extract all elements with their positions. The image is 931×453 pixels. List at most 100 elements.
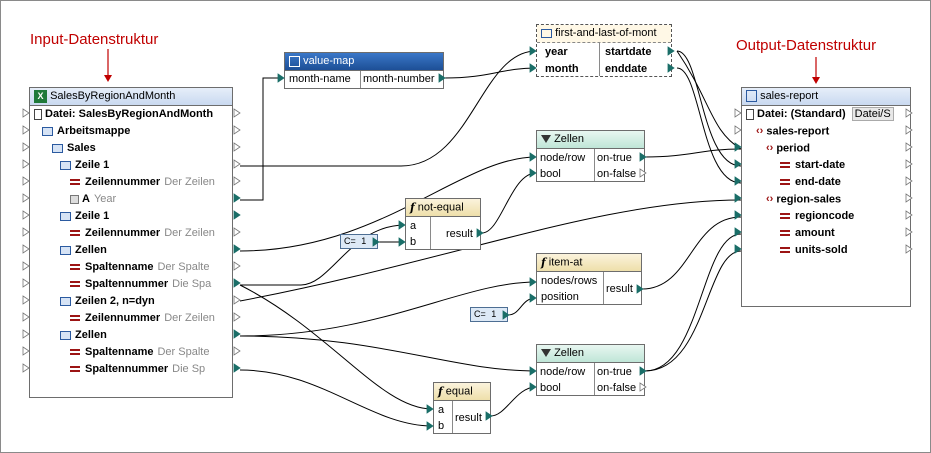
source-row[interactable]: Zellen [60, 327, 230, 344]
target-component[interactable]: sales-report Datei: (Standard)Datei/S‹›s… [741, 87, 911, 307]
filter-2-noderow[interactable]: node/row [540, 366, 586, 378]
equal-a[interactable]: a [438, 404, 445, 416]
source-output-port[interactable] [233, 278, 241, 288]
target-input-port[interactable] [734, 142, 742, 152]
item-at-result[interactable]: result [606, 283, 633, 295]
filter1-bool-port[interactable] [529, 168, 537, 178]
source-output-port[interactable] [233, 227, 241, 237]
source-input-port[interactable] [22, 142, 30, 152]
source-output-port[interactable] [233, 210, 241, 220]
value-map-in-port[interactable] [277, 73, 285, 83]
not-equal-result-port[interactable] [476, 228, 484, 238]
source-row[interactable]: Zeile 1 [60, 157, 230, 174]
source-input-port[interactable] [22, 329, 30, 339]
target-input-port[interactable] [734, 125, 742, 135]
source-output-port[interactable] [233, 159, 241, 169]
item-at-component[interactable]: f item-at nodes/rows position result [536, 253, 642, 305]
not-equal-b[interactable]: b [410, 236, 417, 248]
target-output-port[interactable] [905, 193, 913, 203]
target-input-port[interactable] [734, 176, 742, 186]
filter1-false-port[interactable] [639, 168, 647, 178]
item-at-nodes[interactable]: nodes/rows [541, 275, 598, 287]
source-output-port[interactable] [233, 261, 241, 271]
filter1-in-port[interactable] [529, 152, 537, 162]
source-row[interactable]: Zeile 1 [60, 208, 230, 225]
filter2-in-port[interactable] [529, 366, 537, 376]
source-output-port[interactable] [233, 295, 241, 305]
target-output-port[interactable] [905, 125, 913, 135]
source-row[interactable]: Arbeitsmappe [42, 123, 230, 140]
month-port[interactable] [529, 63, 537, 73]
source-input-port[interactable] [22, 346, 30, 356]
item-at-nodes-port[interactable] [529, 277, 537, 287]
not-equal-a[interactable]: a [410, 220, 417, 232]
target-input-port[interactable] [734, 244, 742, 254]
source-input-port[interactable] [22, 278, 30, 288]
target-row[interactable]: units-sold [780, 242, 908, 259]
source-input-port[interactable] [22, 193, 30, 203]
target-output-port[interactable] [905, 244, 913, 254]
target-output-port[interactable] [905, 210, 913, 220]
filter-1-noderow[interactable]: node/row [540, 152, 586, 164]
not-equal-result[interactable]: result [446, 228, 473, 240]
filter-2-component[interactable]: Zellen node/row bool on-true on-false [536, 344, 645, 396]
source-input-port[interactable] [22, 312, 30, 322]
filter-1-onfalse[interactable]: on-false [597, 168, 637, 180]
const1-port[interactable] [372, 237, 380, 247]
filter-2-onfalse[interactable]: on-false [597, 382, 637, 394]
target-row[interactable]: amount [780, 225, 908, 242]
equal-b-port[interactable] [426, 421, 434, 431]
source-input-port[interactable] [22, 244, 30, 254]
source-output-port[interactable] [233, 142, 241, 152]
target-input-port[interactable] [734, 193, 742, 203]
source-output-port[interactable] [233, 244, 241, 254]
target-input-port[interactable] [734, 210, 742, 220]
filter2-true-port[interactable] [639, 366, 647, 376]
source-input-port[interactable] [22, 261, 30, 271]
equal-component[interactable]: f equal a b result [433, 382, 491, 434]
filter-1-bool[interactable]: bool [540, 168, 561, 180]
filter2-false-port[interactable] [639, 382, 647, 392]
not-equal-a-port[interactable] [398, 220, 406, 230]
source-row[interactable]: Zeilen 2, n=dyn [60, 293, 230, 310]
target-output-port[interactable] [905, 108, 913, 118]
source-input-port[interactable] [22, 363, 30, 373]
source-input-port[interactable] [22, 125, 30, 135]
target-output-port[interactable] [905, 227, 913, 237]
target-row[interactable]: ‹›sales-report [756, 123, 908, 140]
filter-1-ontrue[interactable]: on-true [597, 152, 632, 164]
filter-1-component[interactable]: Zellen node/row bool on-true on-false [536, 130, 645, 182]
enddate-port[interactable] [667, 63, 675, 73]
source-row[interactable]: Sales [52, 140, 230, 157]
target-row[interactable]: Datei: (Standard)Datei/S [746, 106, 908, 123]
equal-b[interactable]: b [438, 420, 445, 432]
target-input-port[interactable] [734, 159, 742, 169]
target-row[interactable]: ‹›region-sales [766, 191, 908, 208]
item-at-result-port[interactable] [636, 284, 644, 294]
filter1-true-port[interactable] [639, 152, 647, 162]
source-component[interactable]: X SalesByRegionAndMonth Datei: SalesByRe… [29, 87, 233, 398]
equal-result[interactable]: result [455, 412, 482, 424]
source-output-port[interactable] [233, 125, 241, 135]
value-map-input[interactable]: month-name [289, 73, 351, 85]
source-input-port[interactable] [22, 227, 30, 237]
first-last-month[interactable]: month [545, 63, 579, 75]
equal-result-port[interactable] [485, 411, 493, 421]
first-last-enddate[interactable]: enddate [605, 63, 648, 75]
target-input-port[interactable] [734, 227, 742, 237]
target-input-port[interactable] [734, 108, 742, 118]
not-equal-b-port[interactable] [398, 237, 406, 247]
source-output-port[interactable] [233, 193, 241, 203]
first-last-year[interactable]: year [545, 46, 568, 58]
filter-2-bool[interactable]: bool [540, 382, 561, 394]
value-map-output[interactable]: month-number [363, 73, 435, 85]
first-last-component[interactable]: first-and-last-of-mont year month startd… [536, 24, 672, 77]
not-equal-component[interactable]: f not-equal a b result [405, 198, 481, 250]
